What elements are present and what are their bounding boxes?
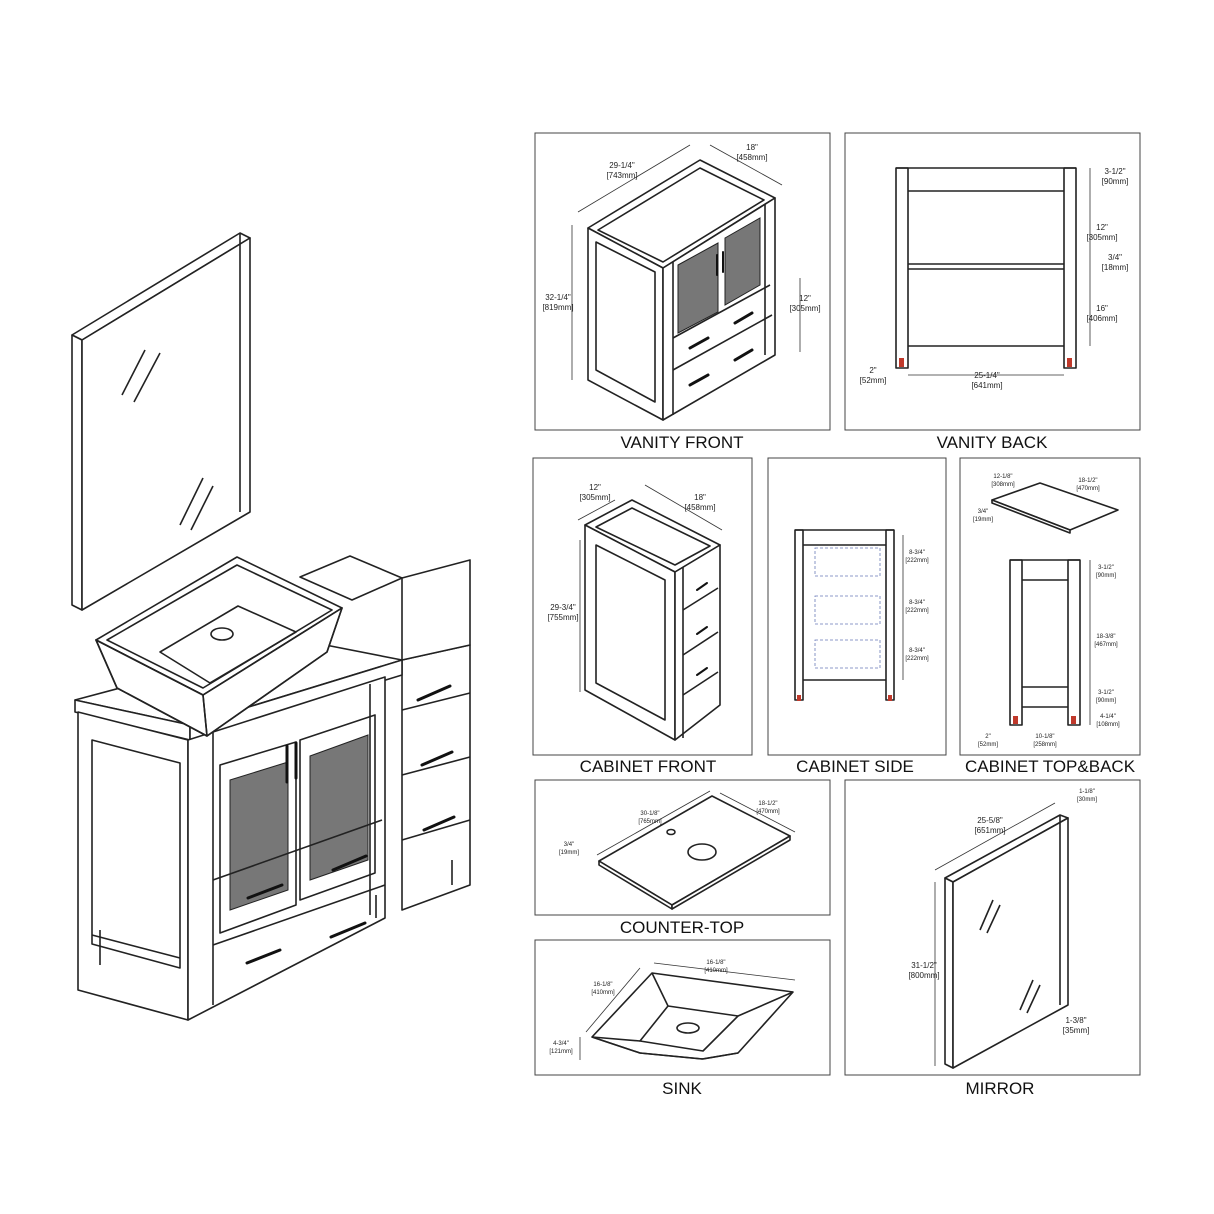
panel-mirror: 1-1/8"[30mm] 25-5/8"[651mm] 31-1/2"[800m…	[844, 779, 1141, 1098]
dim-label: 8-3/4"[222mm]	[905, 600, 929, 614]
dim-label: 18"[458mm]	[736, 143, 767, 162]
dim-label: 18-1/2"[470mm]	[1076, 478, 1100, 492]
dim-label: 4-3/4"[121mm]	[549, 1041, 573, 1055]
dim-label: 16-1/8"[410mm]	[591, 982, 615, 996]
panel-cabinet-side: 8-3/4"[222mm] 8-3/4"[222mm] 8-3/4"[222mm…	[767, 457, 947, 776]
panel-title: COUNTER-TOP	[620, 918, 744, 937]
main-side-cabinet	[299, 555, 471, 911]
panel-title: MIRROR	[966, 1079, 1035, 1098]
dim-label: 8-3/4"[222mm]	[905, 648, 929, 662]
panel-title: CABINET TOP&BACK	[965, 757, 1136, 776]
panel-title: SINK	[662, 1079, 702, 1098]
dim-label: 1-1/8"[30mm]	[1077, 789, 1097, 803]
main-vessel-sink	[95, 556, 343, 737]
dim-label: 18-1/2"[470mm]	[756, 801, 780, 815]
dim-label: 3-1/2"[90mm]	[1096, 690, 1116, 704]
panel-counter-top: 30-1/8"[765mm] 18-1/2"[470mm] 3/4"[19mm]…	[534, 779, 831, 937]
dim-label: 2"[52mm]	[860, 366, 887, 385]
dim-label: 12-1/8"[308mm]	[991, 474, 1015, 488]
main-illustration	[71, 232, 471, 1021]
dim-label: 3/4"[19mm]	[973, 509, 993, 523]
dim-label: 31-1/2"[800mm]	[908, 961, 939, 980]
dim-label: 32-1/4"[819mm]	[542, 293, 573, 312]
dim-label: 25-5/8"[651mm]	[974, 816, 1005, 835]
dim-label: 29-3/4"[755mm]	[547, 603, 578, 622]
panel-title: CABINET FRONT	[580, 757, 717, 776]
dim-label: 12"[305mm]	[789, 294, 820, 313]
dim-label: 3-1/2"[90mm]	[1102, 167, 1129, 186]
dim-label: 1-3/8"[35mm]	[1063, 1016, 1090, 1035]
main-mirror	[71, 232, 251, 611]
dim-label: 12"[305mm]	[1086, 223, 1117, 242]
panel-cabinet-top-back: 12-1/8"[308mm] 18-1/2"[470mm] 3/4"[19mm]…	[959, 457, 1141, 776]
dim-label: 3/4"[19mm]	[559, 842, 579, 856]
dim-label: 30-1/8"[765mm]	[638, 811, 662, 825]
panel-title: CABINET SIDE	[796, 757, 914, 776]
dim-label: 3-1/2"[90mm]	[1096, 565, 1116, 579]
dim-label: 25-1/4"[641mm]	[971, 371, 1002, 390]
dim-label: 8-3/4"[222mm]	[905, 550, 929, 564]
dim-label: 18"[458mm]	[684, 493, 715, 512]
dim-label: 2"[52mm]	[978, 734, 998, 748]
panel-sink: 16-1/8"[410mm] 16-1/8"[410mm] 4-3/4"[121…	[534, 939, 831, 1098]
panel-title: VANITY BACK	[937, 433, 1049, 452]
panel-cabinet-front: 12"[305mm] 18"[458mm] 29-3/4"[755mm] CAB…	[532, 457, 753, 776]
dim-label: 3/4"[18mm]	[1102, 253, 1129, 272]
dim-label: 16-1/8"[410mm]	[704, 960, 728, 974]
panel-title: VANITY FRONT	[620, 433, 743, 452]
panel-vanity-back: 3-1/2"[90mm] 12"[305mm] 3/4"[18mm] 16"[4…	[844, 132, 1141, 452]
dim-label: 18-3/8"[467mm]	[1094, 634, 1118, 648]
dim-label: 10-1/8"[258mm]	[1033, 734, 1057, 748]
dim-label: 29-1/4"[743mm]	[606, 161, 637, 180]
dim-label: 16"[406mm]	[1086, 304, 1117, 323]
dim-label: 4-1/4"[108mm]	[1096, 714, 1120, 728]
panel-vanity-front: 29-1/4"[743mm] 18"[458mm] 32-1/4"[819mm]…	[534, 132, 831, 452]
dim-label: 12"[305mm]	[579, 483, 610, 502]
